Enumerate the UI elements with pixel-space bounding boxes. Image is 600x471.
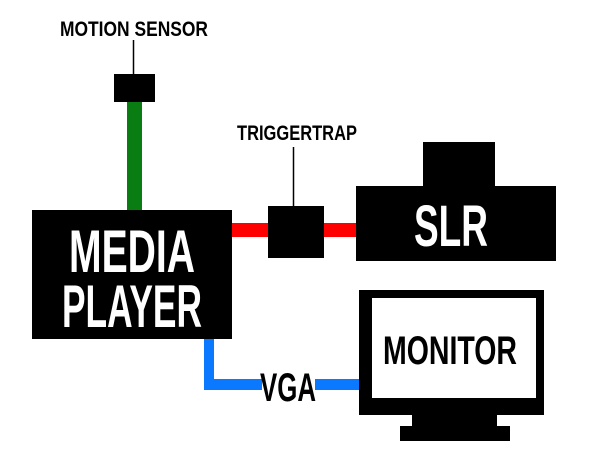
- vga-wire-vertical: [204, 337, 214, 390]
- motion-sensor-label: MOTION SENSOR: [60, 18, 208, 41]
- media-player-label-line2: PLAYER: [62, 273, 202, 340]
- slr-body: [356, 186, 556, 261]
- monitor-label: MONITOR: [383, 329, 517, 373]
- vga-wire-horizontal-left: [204, 379, 262, 390]
- monitor-stand-base: [400, 426, 510, 441]
- monitor: MONITOR: [359, 290, 544, 441]
- triggertrap-label: TRIGGERTRAP: [237, 122, 357, 145]
- media-player: MEDIA PLAYER: [32, 210, 232, 340]
- triggertrap-box: [268, 206, 324, 258]
- vga-label: VGA: [260, 366, 316, 410]
- monitor-stand-neck: [412, 414, 497, 427]
- monitor-screen: [372, 298, 536, 398]
- slr-label: SLR: [414, 194, 488, 259]
- trigger-wire-right: [322, 223, 358, 237]
- motion-sensor-box: [114, 74, 155, 102]
- media-player-label-line1: MEDIA: [69, 218, 195, 285]
- media-player-box: [32, 210, 232, 339]
- slr-camera: SLR: [356, 142, 556, 261]
- slr-top-hump: [423, 142, 495, 188]
- trigger-wire-left: [230, 223, 270, 237]
- vga-wire-horizontal-right: [315, 379, 361, 390]
- motion-wire: [127, 100, 142, 212]
